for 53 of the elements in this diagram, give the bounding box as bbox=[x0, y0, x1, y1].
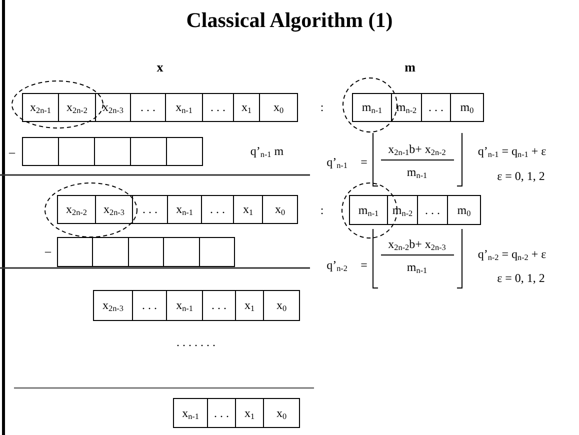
digit-cell: . . . bbox=[202, 290, 236, 321]
digit-cell: . . . bbox=[417, 195, 448, 225]
digit-cell: . . . bbox=[202, 93, 234, 122]
digit-cell: x$_{0}$ bbox=[263, 290, 300, 321]
digit-cell: x$_{0}$ bbox=[262, 195, 298, 224]
fraction-numerator: x$_{2n-2}$b+ x$_{2n-3}$ bbox=[388, 238, 446, 250]
digit-cell: . . . bbox=[132, 290, 167, 321]
formula-text: q’$_{n-1}$ bbox=[326, 156, 348, 168]
heading: m bbox=[404, 60, 416, 74]
slide-title: Classical Algorithm (1) bbox=[185, 8, 394, 33]
digit-cell: x$_{0}$ bbox=[263, 398, 300, 428]
minus-sign: – bbox=[9, 146, 15, 158]
fraction-denominator: m$_{n-1}$ bbox=[406, 261, 428, 273]
digit-cell: m$_{n-1}$ bbox=[352, 93, 392, 122]
digit-cell: x$_{1}$ bbox=[233, 93, 260, 122]
digit-cell: . . . bbox=[207, 398, 236, 428]
digit-cell: x$_{2n-1}$ bbox=[22, 93, 59, 122]
digit-cell: x$_{n-1}$ bbox=[173, 398, 208, 428]
formula-text: = bbox=[360, 156, 368, 168]
colon: : bbox=[320, 101, 324, 113]
digit-cell: x$_{1}$ bbox=[235, 290, 264, 321]
colon: : bbox=[320, 204, 324, 216]
ellipsis: . . . . . . . bbox=[176, 336, 216, 348]
formula-text: ε = 0, 1, 2 bbox=[497, 170, 545, 182]
digit-cell: x$_{2n-3}$ bbox=[95, 93, 131, 122]
digit-cell: x$_{2n-3}$ bbox=[95, 195, 133, 224]
digit-cell: . . . bbox=[201, 195, 234, 224]
digit-cell: . . . bbox=[130, 93, 166, 122]
digit-cell: x$_{n-1}$ bbox=[165, 93, 203, 122]
formula-text: q’$_{n-1}$ = q$_{n-1}$ + ε bbox=[478, 145, 546, 157]
digit-cell: x$_{1}$ bbox=[233, 195, 263, 224]
digit-cell: m$_{0}$ bbox=[450, 93, 484, 122]
digit-cell: x$_{2n-3}$ bbox=[93, 290, 133, 321]
digit-cell: x$_{2n-2}$ bbox=[57, 195, 96, 224]
formula-text: q’$_{n-1}$ m bbox=[250, 145, 284, 157]
formula-text: = bbox=[360, 259, 368, 271]
digit-cell: m$_{n-2}$ bbox=[391, 93, 422, 122]
formula-text: q’$_{n-2}$ bbox=[326, 259, 348, 271]
formula-text: q’$_{n-2}$ = q$_{n-2}$ + ε bbox=[478, 248, 546, 260]
digit-cell: . . . bbox=[421, 93, 451, 122]
digit-cell: x$_{1}$ bbox=[235, 398, 264, 428]
fraction-denominator: m$_{n-1}$ bbox=[406, 166, 428, 178]
digit-cell: x$_{n-1}$ bbox=[167, 195, 202, 224]
digit-cell: . . . bbox=[132, 195, 168, 224]
digit-cell: x$_{n-1}$ bbox=[166, 290, 203, 321]
minus-sign: – bbox=[45, 245, 51, 257]
digit-cell: x$_{0}$ bbox=[259, 93, 298, 122]
fraction-numerator: x$_{2n-1}$b+ x$_{2n-2}$ bbox=[388, 143, 446, 155]
heading: x bbox=[156, 60, 164, 74]
digit-cell: m$_{0}$ bbox=[447, 195, 481, 225]
digit-cell: m$_{n-1}$ bbox=[349, 195, 388, 225]
digit-cell: x$_{2n-2}$ bbox=[58, 93, 96, 122]
formula-text: ε = 0, 1, 2 bbox=[497, 272, 545, 284]
